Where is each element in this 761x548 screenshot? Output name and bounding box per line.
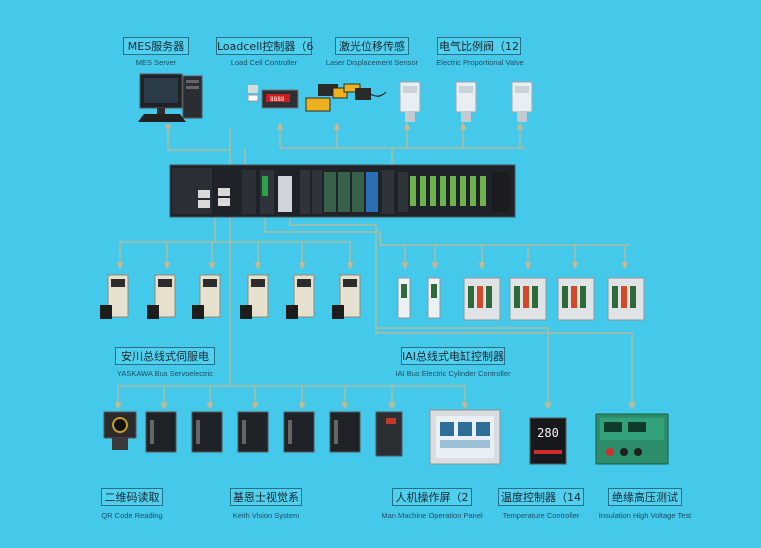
vision-label: 基恩士视觉系	[230, 488, 302, 506]
connection-lines	[114, 122, 636, 410]
hmi-panel-image	[429, 409, 501, 465]
iai-label: IAI总线式电缸控制器	[401, 347, 505, 365]
insulation-label: 绝缘高压测试	[608, 488, 682, 506]
iai-sublabel: IAI Bus Electric Cylinder Controller	[395, 369, 511, 378]
laser-sensor-image	[343, 83, 387, 100]
laser-sensor-sublabel: Laser Displacement Sensor	[325, 58, 419, 67]
temp-label: 温度控制器（14	[498, 488, 584, 506]
iai-controllers-image	[397, 277, 645, 321]
plc-rack-image	[169, 164, 516, 218]
mes-server-label: MES服务器	[123, 37, 189, 55]
vision-sublabel: Keith Vision System	[232, 511, 300, 520]
loadcell-controller-sublabel: Load Cell Controller	[230, 58, 298, 67]
servo-drives-image	[100, 274, 361, 319]
servo-label: 安川总线式伺服电	[115, 347, 215, 365]
valve-label: 电气比例阀（12	[437, 37, 521, 55]
qr-sublabel: QR Code Reading	[101, 511, 163, 520]
temp-sublabel: Temperature Controller	[502, 511, 580, 520]
vision-controllers-image	[145, 411, 403, 457]
insulation-sublabel: Insulation High Voltage Test	[598, 511, 692, 520]
proportional-valves-image	[399, 81, 533, 122]
hmi-label: 人机操作屏（2	[392, 488, 472, 506]
loadcell-controller-image: 8888	[247, 84, 348, 112]
valve-sublabel: Electric Proportional Valve	[436, 58, 524, 67]
mes-server-sublabel: MES Server	[135, 58, 177, 67]
laser-sensor-label: 激光位移传感	[335, 37, 409, 55]
mes-server-image	[138, 73, 203, 122]
hmi-sublabel: Man Machine Operation Panel	[381, 511, 483, 520]
loadcell-controller-label: Loadcell控制器（6	[216, 37, 313, 55]
qr-label: 二维码读取	[101, 488, 163, 506]
insulation-tester-image	[595, 413, 669, 465]
svg-text:8888: 8888	[270, 96, 285, 103]
temperature-controller-image	[529, 417, 567, 465]
temperature-readout: 280	[537, 426, 559, 440]
qr-reader-image	[103, 411, 137, 450]
servo-sublabel: YASKAWA Bus Servoelectric	[116, 369, 213, 378]
